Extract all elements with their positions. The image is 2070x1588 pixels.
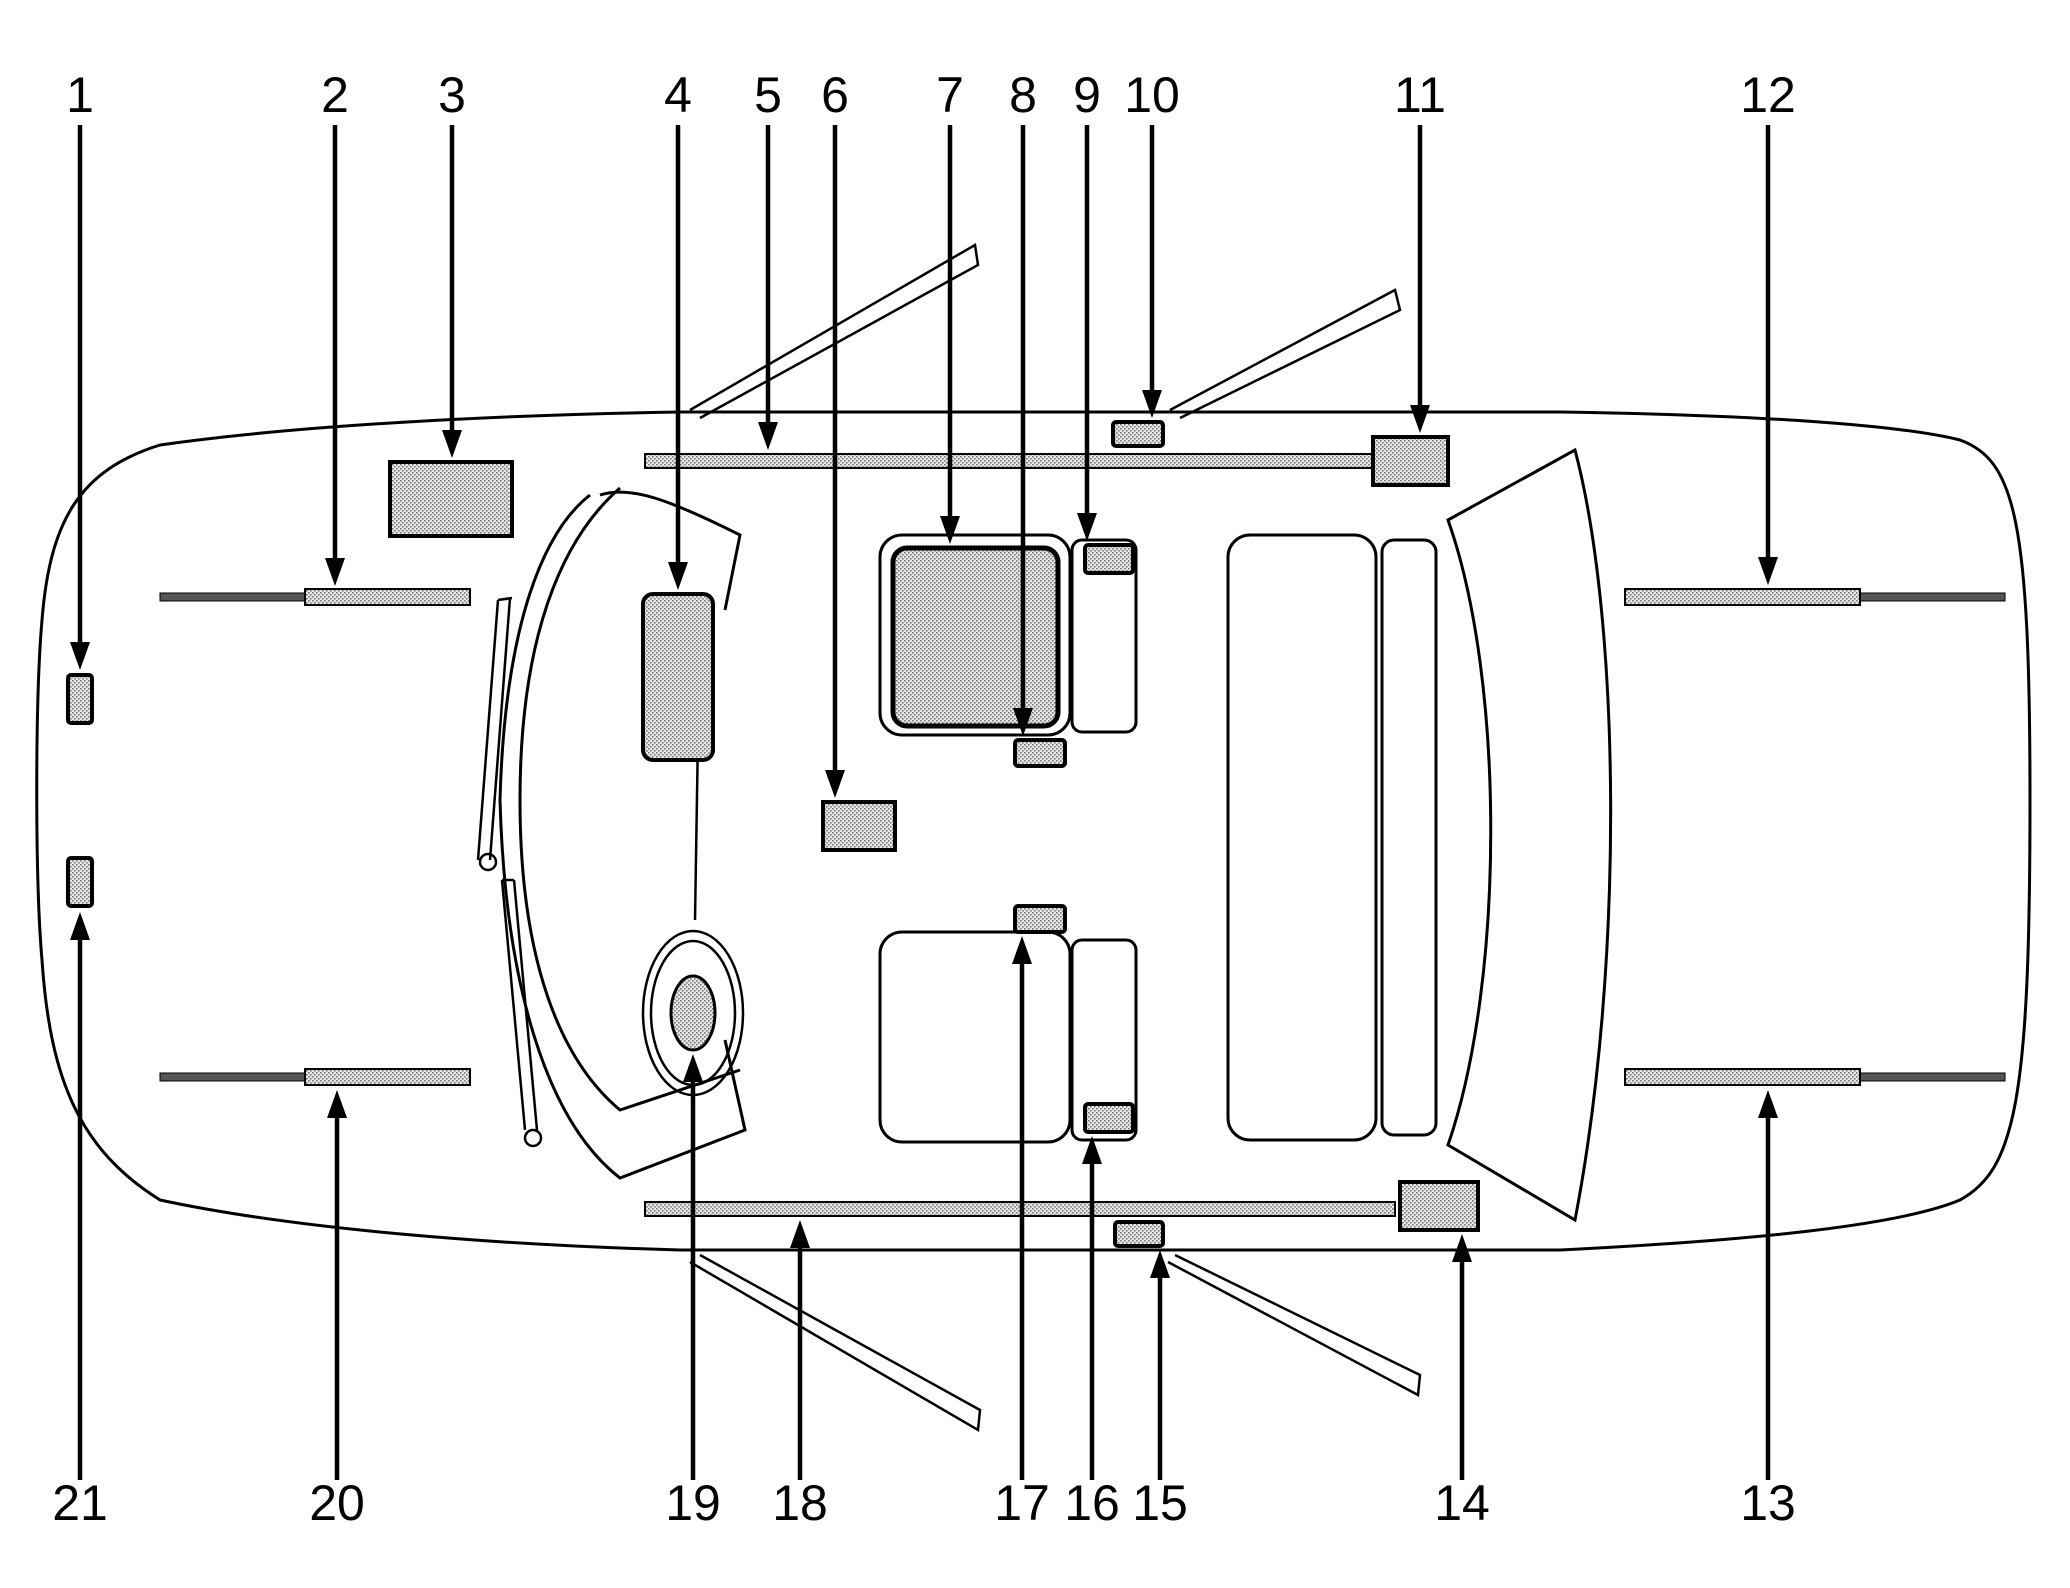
callout-arrowhead-19 (683, 1054, 703, 1082)
callout-arrowhead-1 (70, 642, 90, 670)
callout-arrowhead-15 (1150, 1250, 1170, 1278)
component-4-module (641, 592, 715, 762)
component-3-module (388, 460, 514, 538)
callout-arrowhead-18 (790, 1220, 810, 1248)
callout-label-9: 9 (1073, 67, 1101, 123)
component-14-module (1398, 1180, 1480, 1232)
callout-label-7: 7 (936, 67, 964, 123)
callout-label-14: 14 (1434, 1475, 1490, 1531)
callout-arrowhead-5 (758, 422, 778, 450)
sensor-modules (66, 420, 1861, 1248)
component-2-sensor-strip (304, 588, 471, 606)
vehicle-body (35, 410, 2032, 1252)
component-17-sensor (1013, 904, 1067, 934)
callout-arrowhead-13 (1758, 1090, 1778, 1118)
open-doors (689, 242, 1422, 1433)
rear-window (1446, 447, 1613, 1223)
callout-arrowhead-20 (327, 1090, 347, 1118)
callout-arrowhead-8 (1013, 708, 1033, 736)
component-21-sensor (66, 856, 94, 908)
callout-labels-bottom: 21 20 19 18 17 16 15 14 13 (52, 1475, 1796, 1531)
callout-label-10: 10 (1124, 67, 1180, 123)
callout-label-11: 11 (1394, 67, 1446, 123)
callout-label-18: 18 (772, 1475, 828, 1531)
instrument-panel (498, 486, 747, 1180)
callout-label-15: 15 (1132, 1475, 1188, 1531)
callout-label-20: 20 (309, 1475, 365, 1531)
callout-arrowhead-6 (825, 770, 845, 798)
component-16-sensor (1083, 1102, 1135, 1134)
component-20-sensor-strip (304, 1068, 471, 1086)
callout-arrowhead-16 (1082, 1136, 1102, 1164)
callout-arrowhead-7 (940, 516, 960, 544)
callout-label-16: 16 (1064, 1475, 1120, 1531)
callout-label-3: 3 (438, 67, 466, 123)
callout-label-2: 2 (321, 67, 349, 123)
callout-label-21: 21 (52, 1475, 108, 1531)
callout-label-8: 8 (1009, 67, 1037, 123)
callout-label-13: 13 (1740, 1475, 1796, 1531)
callout-label-4: 4 (664, 67, 692, 123)
windshield-wipers (476, 596, 543, 1148)
callout-arrowhead-12 (1758, 557, 1778, 585)
callout-arrowhead-9 (1077, 513, 1097, 541)
callout-arrowhead-3 (442, 430, 462, 458)
callout-arrowhead-21 (70, 912, 90, 940)
component-13-sensor-strip (1624, 1068, 1861, 1086)
callout-leaders (70, 125, 1778, 1480)
component-8-sensor (1013, 738, 1067, 768)
component-11-module (1371, 435, 1450, 487)
callout-arrowhead-10 (1142, 390, 1162, 418)
callout-arrowhead-17 (1012, 936, 1032, 964)
callout-label-5: 5 (754, 67, 782, 123)
component-6-module (821, 800, 897, 852)
component-9-sensor (1083, 543, 1135, 575)
callout-arrowhead-4 (668, 562, 688, 590)
callout-labels-top: 1 2 3 4 5 6 7 8 9 10 11 12 (66, 67, 1796, 123)
callout-arrowhead-14 (1452, 1234, 1472, 1262)
callout-label-1: 1 (66, 67, 94, 123)
component-12-sensor-strip (1624, 588, 1861, 606)
callout-label-17: 17 (994, 1475, 1050, 1531)
callout-label-12: 12 (1740, 67, 1796, 123)
callout-label-19: 19 (665, 1475, 721, 1531)
component-1-sensor (66, 673, 94, 725)
component-15-sensor (1113, 1220, 1165, 1248)
component-7-seat-module (890, 545, 1061, 729)
callout-label-6: 6 (821, 67, 849, 123)
component-10-sensor (1111, 420, 1165, 448)
callout-arrowhead-11 (1410, 405, 1430, 433)
callout-arrowhead-2 (325, 558, 345, 586)
